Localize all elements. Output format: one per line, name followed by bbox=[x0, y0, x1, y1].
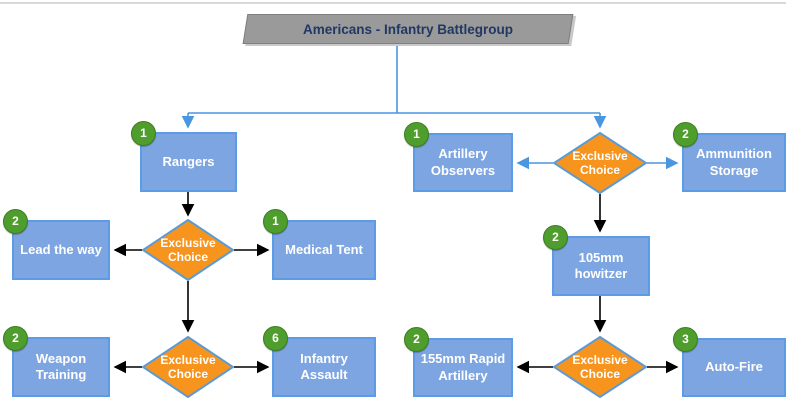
badge-artillery-observers-count: 1 bbox=[404, 122, 429, 147]
badge-medical-tent-count: 1 bbox=[263, 209, 288, 234]
decision-diamond-1-label: Exclusive Choice bbox=[160, 235, 216, 264]
node-artillery-observers-label: Artillery Observers bbox=[430, 146, 496, 178]
node-artillery-observers[interactable]: 1 Artillery Observers bbox=[404, 122, 513, 192]
node-weapon-training-label: Weapon Training bbox=[35, 350, 87, 382]
decision-diamond-2[interactable]: Exclusive Choice bbox=[142, 336, 234, 398]
node-auto-fire-label: Auto-Fire bbox=[705, 359, 763, 375]
node-medical-tent-label: Medical Tent bbox=[285, 241, 363, 257]
badge-rangers-count: 1 bbox=[131, 121, 156, 146]
decision-diamond-1-shape bbox=[142, 219, 234, 281]
node-lead-the-way-label: Lead the way bbox=[20, 241, 102, 257]
badge-ammunition-storage-count: 2 bbox=[673, 122, 698, 147]
node-105mm-howitzer[interactable]: 2 105mm howitzer bbox=[543, 225, 650, 296]
node-rangers-label: Rangers bbox=[162, 153, 215, 169]
decision-diamond-1[interactable]: Exclusive Choice bbox=[142, 219, 234, 281]
node-rangers[interactable]: 1 Rangers bbox=[131, 121, 237, 192]
node-155mm-rapid-artillery[interactable]: 2 155mm Rapid Artillery bbox=[404, 327, 513, 397]
badge-155mm-rapid-artillery-count: 2 bbox=[404, 327, 429, 352]
decision-diamond-2-label: Exclusive Choice bbox=[160, 352, 216, 381]
node-medical-tent[interactable]: 1 Medical Tent bbox=[263, 209, 376, 280]
title-node-label: Americans - Infantry Battlegroup bbox=[302, 21, 514, 37]
node-infantry-assault-label: Infantry Assault bbox=[300, 350, 348, 382]
decision-diamond-2-shape bbox=[142, 336, 234, 398]
decision-diamond-4-label: Exclusive Choice bbox=[572, 352, 628, 381]
node-infantry-assault[interactable]: 6 Infantry Assault bbox=[263, 326, 376, 397]
decision-diamond-3[interactable]: Exclusive Choice bbox=[553, 132, 647, 194]
top-divider-line bbox=[0, 2, 786, 4]
node-lead-the-way[interactable]: 2 Lead the way bbox=[3, 209, 110, 280]
node-ammunition-storage[interactable]: 2 Ammunition Storage bbox=[673, 122, 786, 192]
node-ammunition-storage-label: Ammunition Storage bbox=[696, 146, 772, 178]
badge-auto-fire-count: 3 bbox=[673, 327, 698, 352]
badge-lead-the-way-count: 2 bbox=[3, 209, 28, 234]
badge-weapon-training-count: 2 bbox=[3, 326, 28, 351]
decision-diamond-4-shape bbox=[553, 336, 647, 398]
decision-diamond-4[interactable]: Exclusive Choice bbox=[553, 336, 647, 398]
decision-diamond-3-shape bbox=[553, 132, 647, 194]
node-auto-fire[interactable]: 3 Auto-Fire bbox=[673, 327, 786, 397]
node-155mm-rapid-artillery-label: 155mm Rapid Artillery bbox=[420, 351, 506, 383]
title-node[interactable]: Americans - Infantry Battlegroup bbox=[242, 14, 574, 44]
node-105mm-howitzer-label: 105mm howitzer bbox=[574, 249, 628, 281]
decision-diamond-3-label: Exclusive Choice bbox=[572, 148, 628, 177]
badge-105mm-howitzer-count: 2 bbox=[543, 225, 568, 250]
node-weapon-training[interactable]: 2 Weapon Training bbox=[3, 326, 110, 397]
badge-infantry-assault-count: 6 bbox=[263, 326, 288, 351]
